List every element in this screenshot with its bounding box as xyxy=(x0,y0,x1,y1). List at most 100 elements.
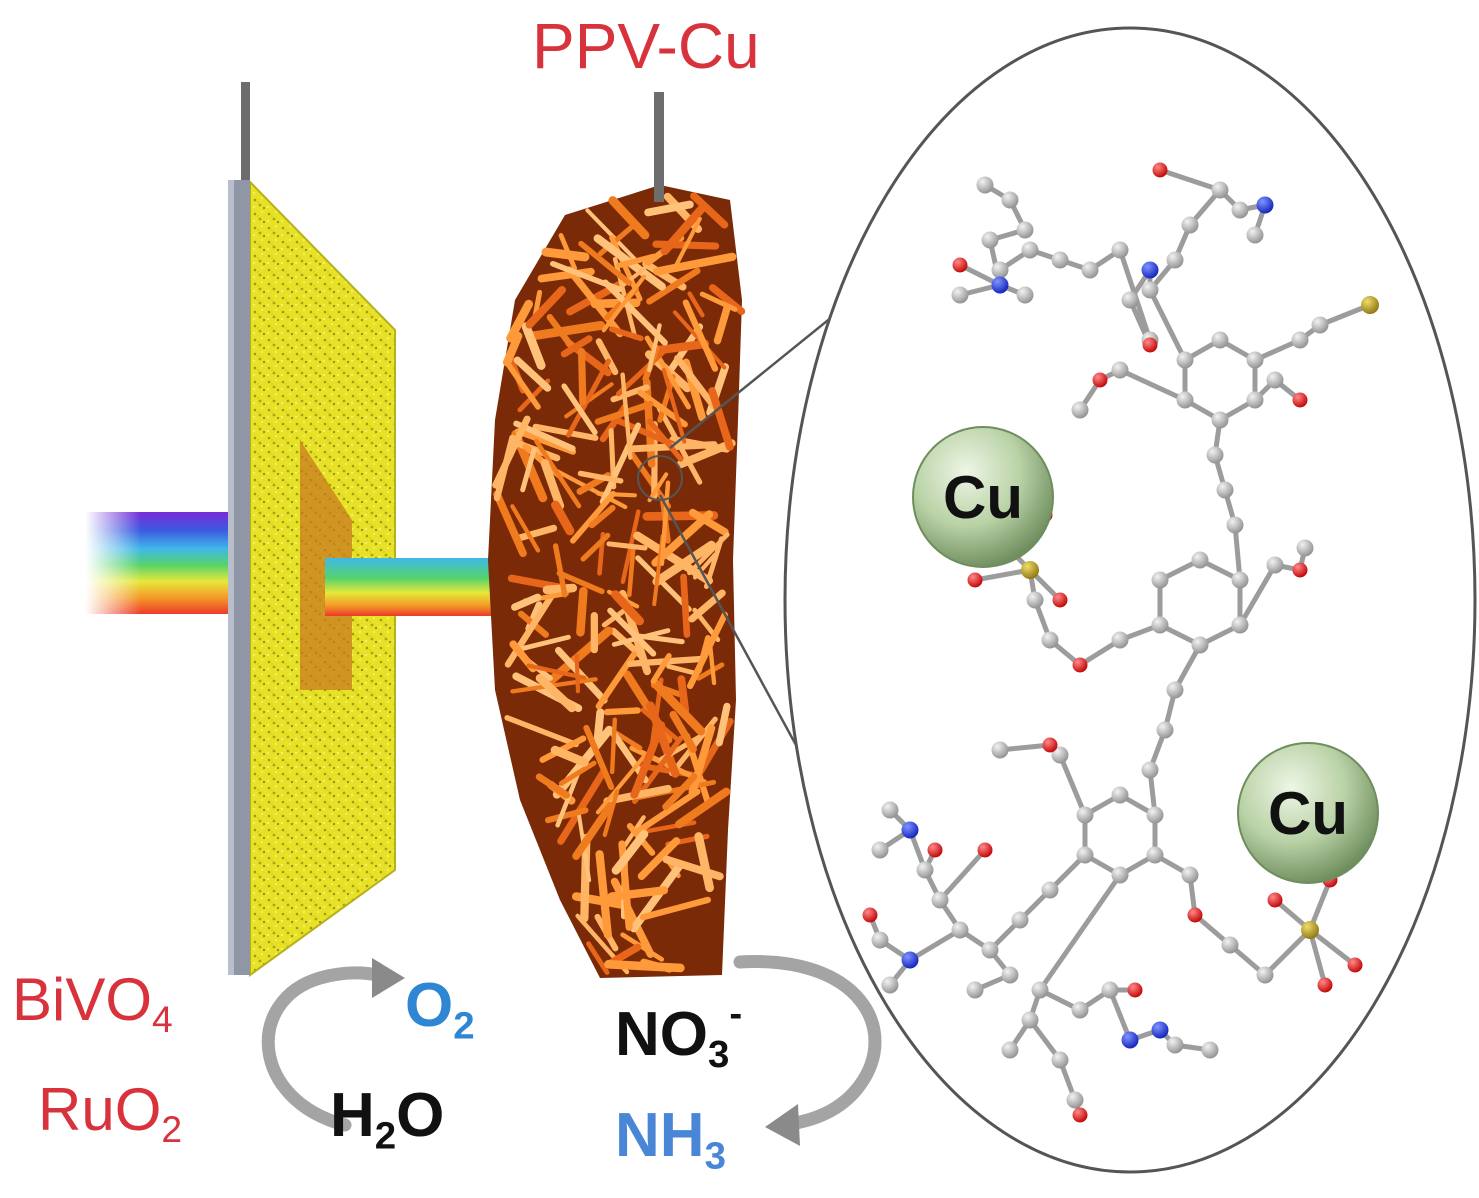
water-label: H2O xyxy=(330,1085,444,1156)
molecule-atom xyxy=(1112,867,1129,884)
molecule-atom xyxy=(1348,958,1363,973)
molecule-atom xyxy=(1318,978,1333,993)
oxygen-subscript: 2 xyxy=(453,1004,474,1047)
molecule-atom xyxy=(1017,287,1034,304)
nitrate-text: NO xyxy=(615,1000,708,1069)
molecule-atom xyxy=(982,942,999,959)
molecule-atom xyxy=(1002,1042,1019,1059)
molecule-atom xyxy=(1268,893,1283,908)
molecule-atom xyxy=(1212,332,1229,349)
molecule-atom xyxy=(967,982,984,999)
copper-sphere-1: Cu xyxy=(913,427,1053,567)
molecule-atom xyxy=(1227,517,1244,534)
molecule-atom xyxy=(882,802,899,819)
molecule-atom xyxy=(1053,593,1068,608)
molecule-atom xyxy=(1257,197,1274,214)
molecule-atom xyxy=(1293,563,1308,578)
molecule-atom xyxy=(1232,617,1249,634)
molecule-atom xyxy=(952,922,969,939)
molecule-atom xyxy=(1073,1108,1088,1123)
molecule-atom xyxy=(1192,552,1209,569)
cathode-label-text: PPV-Cu xyxy=(532,10,760,82)
anode-electrode xyxy=(228,82,250,975)
molecule-atom xyxy=(1077,847,1094,864)
mesh-strand xyxy=(607,710,638,712)
molecule-atom xyxy=(1147,807,1164,824)
molecule-atom xyxy=(1293,393,1308,408)
molecule-atom xyxy=(1177,352,1194,369)
mesh-strand xyxy=(608,964,680,968)
molecule-atom xyxy=(1257,967,1274,984)
nitrate-reduction-cycle-arrow xyxy=(740,962,875,1146)
molecule-atom xyxy=(978,843,993,858)
molecule-atom xyxy=(1182,217,1199,234)
molecule-atom xyxy=(882,977,899,994)
molecule-atom xyxy=(1122,1032,1139,1049)
molecule-atom xyxy=(992,742,1009,759)
cathode-label: PPV-Cu xyxy=(532,14,760,78)
molecule-atom xyxy=(953,258,968,273)
molecule-atom xyxy=(1077,807,1094,824)
nitrate-charge: - xyxy=(729,992,742,1035)
molecule-atom xyxy=(1142,262,1159,279)
molecule-atom xyxy=(1112,242,1129,259)
molecule-atom xyxy=(1112,787,1129,804)
mesh-strand xyxy=(577,656,578,691)
molecule-atom xyxy=(1032,982,1049,999)
molecule-atom xyxy=(1152,617,1169,634)
water-h-text: H xyxy=(330,1081,375,1150)
mesh-strand xyxy=(582,352,583,402)
molecule-atom xyxy=(1022,1012,1039,1029)
ammonia-subscript: 3 xyxy=(705,1134,726,1177)
molecule-atom xyxy=(1072,1002,1089,1019)
molecule-atom xyxy=(1361,296,1379,314)
bivo4-subscript: 4 xyxy=(152,998,173,1040)
molecule-atom xyxy=(902,952,919,969)
molecule-atom xyxy=(1012,912,1029,929)
molecule-atom xyxy=(1067,1092,1084,1109)
molecule-atom xyxy=(1167,682,1184,699)
molecule-atom xyxy=(1212,412,1229,429)
molecule-atom xyxy=(1292,332,1309,349)
molecule-atom xyxy=(1147,847,1164,864)
molecule-atom xyxy=(1177,392,1194,409)
incoming-light-beam xyxy=(85,512,245,614)
molecule-atom xyxy=(1122,292,1139,309)
molecule-atom xyxy=(1043,738,1058,753)
molecule-atom xyxy=(1222,937,1239,954)
molecule-atom xyxy=(1002,192,1019,209)
molecule-atom xyxy=(902,822,919,839)
molecule-atom xyxy=(1142,762,1159,779)
copper-sphere-2: Cu xyxy=(1238,743,1378,883)
ammonia-text: NH xyxy=(615,1101,705,1170)
molecule-atom xyxy=(1192,637,1209,654)
molecule-atom xyxy=(1102,982,1119,999)
mesh-strand xyxy=(597,712,600,742)
molecule-atom xyxy=(1267,372,1284,389)
molecule-atom xyxy=(1232,202,1249,219)
molecule-atom xyxy=(1207,447,1224,464)
molecule-atom xyxy=(872,842,889,859)
mesh-strand xyxy=(684,577,687,635)
anode-label-ruo2: RuO2 xyxy=(38,1080,182,1148)
ppv-cu-mesh xyxy=(488,185,742,978)
molecule-atom xyxy=(1072,402,1089,419)
mesh-strand xyxy=(580,591,583,632)
ammonia-label: NH3 xyxy=(615,1105,726,1176)
oxygen-text: O xyxy=(405,971,453,1040)
molecule-atom xyxy=(1022,242,1039,259)
molecule-atom xyxy=(932,892,949,909)
molecule-atom xyxy=(1217,482,1234,499)
molecule-atom xyxy=(1142,282,1159,299)
molecule-atom xyxy=(992,262,1009,279)
molecule-atom xyxy=(1247,227,1264,244)
molecule-atom xyxy=(1021,561,1039,579)
molecule-atom xyxy=(1267,557,1284,574)
molecule-atom xyxy=(1027,592,1044,609)
copper-label-2: Cu xyxy=(1268,780,1348,847)
molecule-atom xyxy=(863,908,878,923)
molecule-atom xyxy=(1212,182,1229,199)
molecule-atom xyxy=(992,277,1009,294)
molecule-atom xyxy=(1167,252,1184,269)
